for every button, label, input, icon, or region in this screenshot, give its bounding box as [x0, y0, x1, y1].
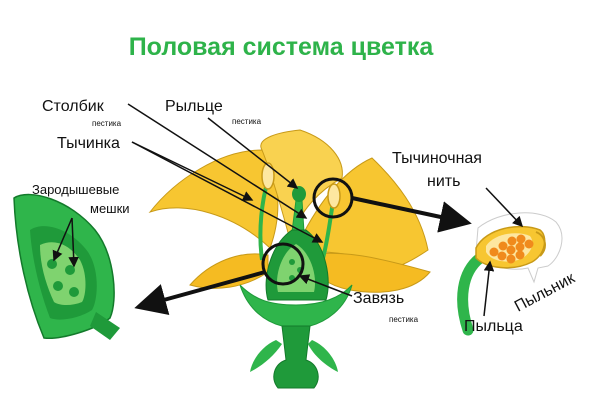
- label-stolbik: Столбик: [42, 98, 105, 115]
- label-zavyaz-sub: пестика: [389, 315, 419, 324]
- page-title: Половая система цветка: [129, 33, 435, 61]
- label-rylce-sub: пестика: [232, 117, 262, 126]
- leader-tychinka-right: [131, 141, 324, 243]
- receptacle: [239, 284, 353, 327]
- ovule: [289, 259, 295, 265]
- anther-zoom-tip: [535, 231, 546, 257]
- embryo-sac: [69, 287, 79, 297]
- label-stolbik-sub: пестика: [92, 119, 122, 128]
- leader-embryo-2: [68, 217, 79, 268]
- petal-left-lower: [189, 253, 269, 289]
- embryo-sac: [47, 259, 57, 269]
- leader-embryo-1: [52, 217, 73, 262]
- flower: [148, 129, 431, 389]
- label-zarodyshevye-line1: Зародышевые: [32, 182, 119, 197]
- filament-zoom: [457, 252, 486, 336]
- label-zarodyshevye-line2: мешки: [90, 201, 130, 216]
- pollen-grain: [497, 251, 507, 261]
- ovary-highlight-circle: [261, 242, 305, 286]
- label-tychinka: Тычинка: [57, 135, 120, 152]
- sepal-left: [250, 340, 282, 372]
- leader-pylca: [483, 260, 495, 317]
- leader-tychinochnaya: [485, 187, 524, 228]
- label-rylce: Рыльце: [165, 98, 223, 115]
- anther-right: [327, 183, 341, 209]
- ovary-zoom-neck: [90, 312, 120, 340]
- label-tychinochnaya-line1: Тычиночная: [392, 150, 482, 167]
- pollen-grain: [507, 236, 517, 246]
- anther-left: [261, 162, 275, 190]
- pollen-grain: [516, 234, 526, 244]
- pollen-grain: [524, 239, 534, 249]
- stem: [273, 325, 319, 389]
- pollen-grain: [498, 241, 508, 251]
- anther-zoom: [457, 212, 563, 336]
- label-tychinochnaya-line2: нить: [427, 173, 460, 190]
- leader-rylce: [207, 117, 299, 189]
- pollen-grains: [489, 234, 534, 264]
- sepal-right: [308, 340, 338, 372]
- pollen-grain: [506, 245, 516, 255]
- label-pylnik: Пыльник: [512, 269, 579, 315]
- arrow-to-embryo-zoom: [134, 270, 266, 316]
- arrow-to-anther-zoom: [351, 196, 472, 233]
- pistil-stigma: [292, 186, 306, 202]
- label-zavyaz: Завязь: [353, 290, 404, 307]
- label-pylca: Пыльца: [464, 318, 523, 335]
- embryo-sac-zoom: [13, 193, 120, 340]
- pollen-grain: [489, 247, 499, 257]
- embryo-sac: [65, 265, 75, 275]
- leader-stolbik: [127, 103, 308, 219]
- pollen-grain: [515, 250, 525, 260]
- leader-zavyaz: [298, 274, 353, 297]
- leader-tychinka-left: [131, 141, 254, 201]
- pollen-grain: [515, 242, 525, 252]
- embryo-sac: [53, 281, 63, 291]
- pollen-grain: [506, 254, 516, 264]
